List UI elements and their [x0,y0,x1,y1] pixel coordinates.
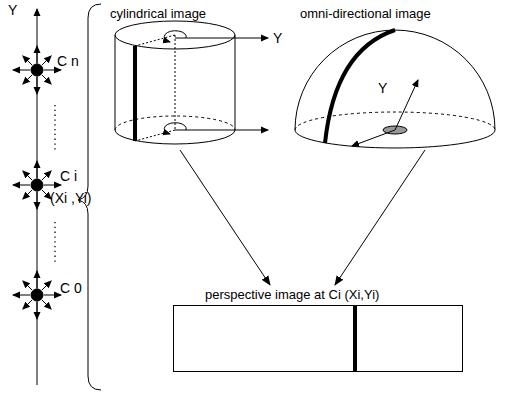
view-ray [13,295,30,296]
view-ray [44,295,61,296]
camera-label: C i [60,168,77,184]
view-ray [42,300,51,309]
view-ray [37,271,38,288]
cylinder [115,21,268,144]
camera-positions [13,46,61,319]
camera-dot [31,289,43,301]
image-title: omni-directional image [300,6,431,21]
camera-dot [31,64,43,76]
view-ray [37,46,38,63]
view-ray [42,281,51,290]
view-ray [23,300,32,309]
view-ray [13,185,30,186]
camera-label: C 0 [60,280,82,296]
view-ray [44,70,61,71]
view-ray [42,75,51,84]
image-group: cylindrical image [105,4,295,150]
coordinate-label: (Xi ,Yi) [50,190,91,206]
projection-arrow [335,150,425,285]
axis-label: Y [273,30,282,46]
image-group: omni-directional image [296,4,501,150]
axis-label: Y [378,80,387,96]
view-ray [37,302,38,319]
dots [54,105,55,262]
camera-dot [31,179,43,191]
image-column [353,306,357,371]
view-ray [23,281,32,290]
view-ray [23,190,32,199]
view-ray [37,77,38,94]
view-ray [42,171,51,180]
perspective-rect [173,305,463,372]
image-frame: perspective image at Ci (Xi,Yi) [173,285,463,372]
camera-label: C n [57,53,79,69]
projection-arrow [180,150,270,285]
image-title: cylindrical image [110,6,206,21]
image-title: perspective image at Ci (Xi,Yi) [205,287,379,302]
view-ray [23,171,32,180]
axis-label: Y [8,2,17,18]
view-ray [42,56,51,65]
view-ray [37,161,38,178]
view-ray [23,75,32,84]
view-ray [44,185,61,186]
view-ray [23,56,32,65]
view-ray [42,190,51,199]
view-ray [37,192,38,209]
view-ray [13,70,30,71]
hemisphere [295,30,495,148]
